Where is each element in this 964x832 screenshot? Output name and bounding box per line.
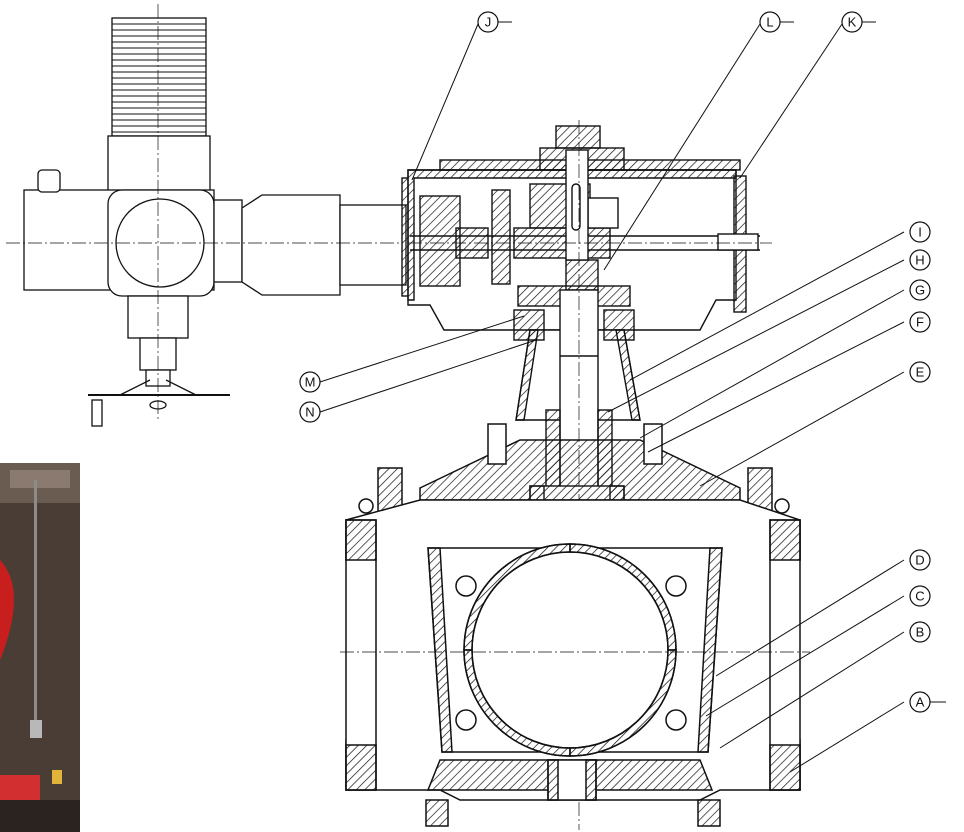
callout-D-label: D xyxy=(915,553,924,568)
gearbox xyxy=(401,125,772,331)
callout-L: L xyxy=(759,11,794,33)
callout-C-label: C xyxy=(915,589,924,604)
callout-M-label: M xyxy=(305,375,316,390)
callout-D: D xyxy=(909,549,931,571)
callout-J-label: J xyxy=(485,15,492,30)
callout-E-label: E xyxy=(916,365,925,380)
callout-H: H xyxy=(909,249,931,271)
callout-F-label: F xyxy=(916,315,924,330)
callout-A: A xyxy=(909,691,946,713)
callout-I-label: I xyxy=(918,225,922,240)
callout-H-label: H xyxy=(915,253,924,268)
leader-lines xyxy=(319,23,905,773)
callout-F: F xyxy=(909,311,931,333)
callout-N-label: N xyxy=(305,405,314,420)
callout-K-label: K xyxy=(848,15,857,30)
callout-M: M xyxy=(299,371,321,393)
valve-body xyxy=(340,423,810,827)
callout-G: G xyxy=(909,279,931,301)
callout-L-label: L xyxy=(766,15,773,30)
callout-K: K xyxy=(841,11,876,33)
electric-actuator xyxy=(6,4,407,427)
cooling-fins xyxy=(112,23,206,133)
callout-J: J xyxy=(477,11,512,33)
callout-B-label: B xyxy=(916,625,925,640)
photo-inset xyxy=(0,463,80,832)
callout-I: I xyxy=(909,221,931,243)
callout-G-label: G xyxy=(915,283,925,298)
callout-A-label: A xyxy=(916,695,925,710)
callout-N: N xyxy=(299,401,321,423)
callout-B: B xyxy=(909,621,931,643)
callout-E: E xyxy=(909,361,931,383)
callout-C: C xyxy=(909,585,931,607)
